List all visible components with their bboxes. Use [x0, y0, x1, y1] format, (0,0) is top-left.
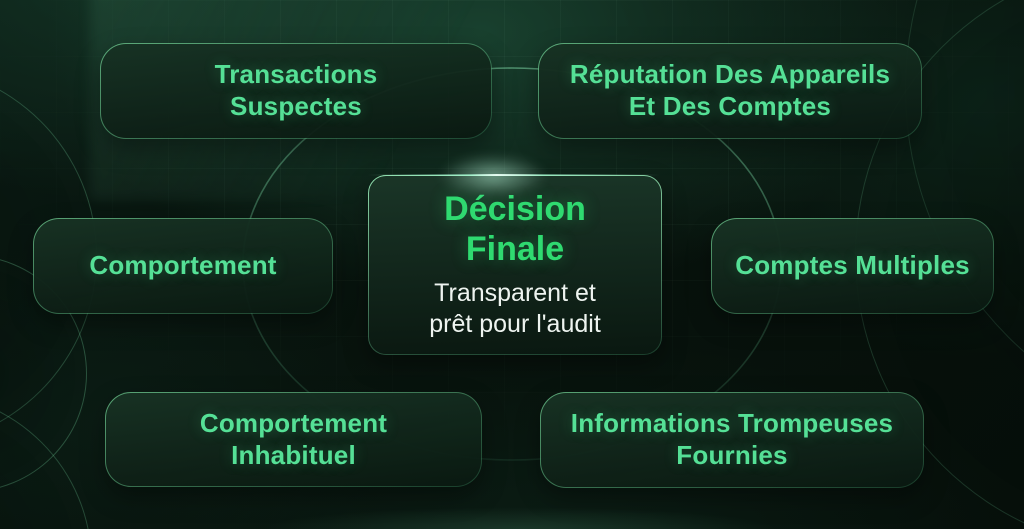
- node-label: Informations Trompeuses Fournies: [570, 408, 894, 470]
- node-label: Réputation Des Appareils Et Des Comptes: [569, 59, 891, 121]
- node-comptes-multiples: Comptes Multiples: [711, 218, 994, 314]
- center-subtitle: Transparent et prêt pour l'audit: [429, 278, 601, 338]
- node-label: Comportement Inhabituel: [199, 407, 388, 470]
- node-label: Comptes Multiples: [735, 250, 970, 281]
- center-title: Décision Finale: [444, 190, 586, 268]
- node-comportement: Comportement: [33, 218, 333, 314]
- node-decision-finale: Décision Finale Transparent et prêt pour…: [368, 175, 662, 355]
- node-transactions-suspectes: Transactions Suspectes: [100, 43, 492, 139]
- bottom-glow: [260, 507, 780, 529]
- node-reputation-des-appareils-et-des-comptes: Réputation Des Appareils Et Des Comptes: [538, 43, 922, 139]
- node-informations-trompeuses-fournies: Informations Trompeuses Fournies: [540, 392, 924, 488]
- decorative-circle: [0, 392, 92, 529]
- node-comportement-inhabituel: Comportement Inhabituel: [105, 392, 482, 487]
- node-label: Comportement: [89, 250, 277, 281]
- node-label: Transactions Suspectes: [214, 59, 378, 121]
